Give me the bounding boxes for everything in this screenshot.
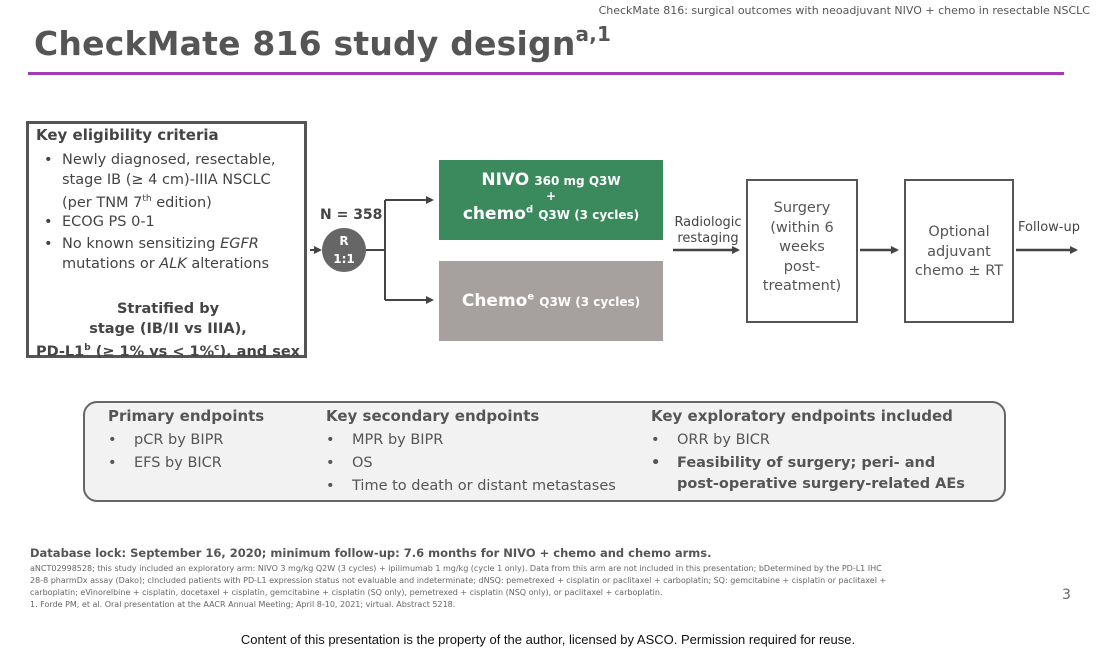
eligibility-line: ECOG PS 0-1 <box>62 214 155 230</box>
primary-endpoints-heading: Primary endpoints <box>108 407 265 425</box>
eligibility-box <box>26 121 307 358</box>
plus-sign: + <box>545 189 557 203</box>
secondary-endpoints-heading: Key secondary endpoints <box>326 407 540 425</box>
adjuvant-box: Optional adjuvant chemo ± RT <box>904 179 1014 323</box>
endpoint-item: •ORR by BICR <box>651 432 770 448</box>
header-note: CheckMate 816: surgical outcomes with ne… <box>598 4 1090 17</box>
radiologic-restaging-label: Radiologic restaging <box>674 215 742 246</box>
title-divider <box>28 72 1064 75</box>
eligibility-title: Key eligibility criteria <box>36 126 219 144</box>
stratification-line: stage (IB/II vs IIIA), <box>89 320 247 337</box>
stratification-line: Stratified by <box>116 301 220 317</box>
footnote-line: 28-8 pharmDx assay (Dako); cIncluded pat… <box>30 576 887 585</box>
exploratory-endpoints-heading: Key exploratory endpoints included <box>651 407 953 425</box>
slide-title: CheckMate 816 study designa,1 <box>34 22 612 63</box>
stratification-line: PD-L1b (≥ 1% vs < 1%c), and sex <box>35 343 301 360</box>
endpoint-item: •MPR by BIPR <box>326 432 444 448</box>
randomization-r: R <box>339 234 349 248</box>
stratification-text: Stratified by stage (IB/II vs IIIA), PD-… <box>30 300 306 362</box>
endpoint-item: •Feasibility of surgery; peri- and <box>651 455 936 471</box>
eligibility-item-mutations: • No known sensitizing EGFR mutations or… <box>36 235 301 275</box>
page-number: 3 <box>1062 587 1071 603</box>
nivo-dose: 360 mg Q3W <box>534 174 621 188</box>
slide-title-text: CheckMate 816 study design <box>34 24 576 63</box>
nivo-chemo-arm: NIVO 360 mg Q3W + chemod Q3W (3 cycles) <box>439 160 663 240</box>
eligibility-line: mutations or ALK alterations <box>62 255 270 272</box>
title-superscript: a,1 <box>575 22 612 46</box>
randomization-ratio: 1:1 <box>333 252 355 266</box>
footnote-line: aNCT02998528; this study included an exp… <box>30 564 882 573</box>
eligibility-line: No known sensitizing EGFR <box>62 236 259 252</box>
endpoint-item: •pCR by BIPR <box>108 432 224 448</box>
eligibility-line: stage IB (≥ 4 cm)-IIIA NSCLC <box>62 171 271 188</box>
chemo-e-schedule: Q3W (3 cycles) <box>539 295 641 309</box>
randomization-circle: R 1:1 <box>322 228 366 272</box>
eligibility-item-stage: • Newly diagnosed, resectable, stage IB … <box>36 151 301 211</box>
nivo-label: NIVO <box>481 170 530 190</box>
eligibility-line: Newly diagnosed, resectable, <box>62 152 276 168</box>
eligibility-item-ecog: • ECOG PS 0-1 <box>36 213 301 233</box>
footnote-line: carboplatin; eVinorelbine + cisplatin, d… <box>30 588 663 597</box>
database-lock-note: Database lock: September 16, 2020; minim… <box>30 546 712 560</box>
endpoint-item: •OS <box>326 455 373 471</box>
endpoint-item: •EFS by BICR <box>108 455 222 471</box>
copyright-notice: Content of this presentation is the prop… <box>240 632 856 647</box>
chemo-d-label: chemod <box>462 204 534 224</box>
chemo-d-schedule: Q3W (3 cycles) <box>538 208 640 222</box>
endpoint-item-continued: post-operative surgery-related AEs <box>677 476 965 492</box>
endpoint-item: •Time to death or distant metastases <box>326 478 616 494</box>
flow-connectors <box>310 196 1078 304</box>
follow-up-label: Follow-up <box>1018 220 1080 235</box>
chemo-arm: Chemoe Q3W (3 cycles) <box>439 261 663 341</box>
reference-line: 1. Forde PM, et al. Oral presentation at… <box>30 600 456 609</box>
chemo-e-label: Chemoe <box>461 291 535 311</box>
eligibility-line: (per TNM 7th edition) <box>62 194 212 211</box>
endpoints-panel <box>83 401 1006 502</box>
surgery-box: Surgery (within 6 weeks post- treatment) <box>746 179 858 323</box>
sample-size-label: N = 358 <box>320 207 383 223</box>
